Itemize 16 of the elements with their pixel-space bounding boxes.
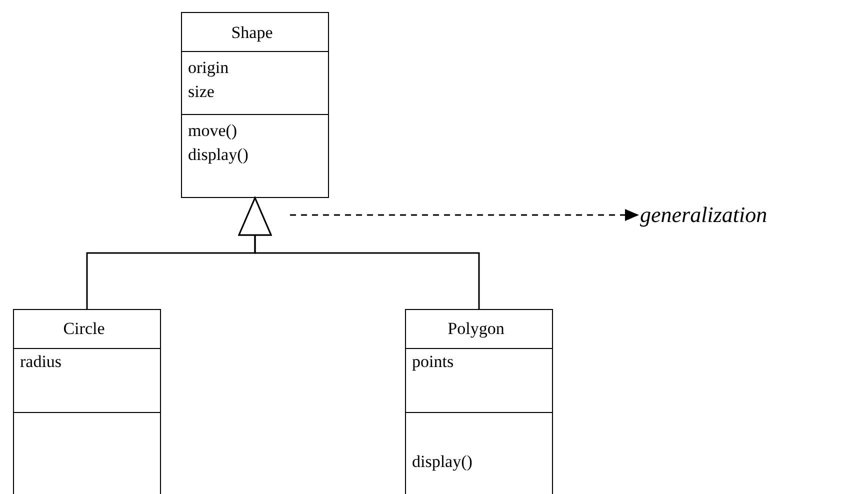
- annotation-text: generalization: [640, 202, 768, 228]
- operation: display(): [412, 451, 472, 473]
- dashed-arrow: [290, 209, 639, 221]
- attribute: origin: [188, 57, 229, 79]
- attribute: points: [412, 351, 454, 373]
- class-box: [13, 309, 161, 494]
- class-name: Polygon: [448, 318, 504, 340]
- class-name: Circle: [63, 318, 105, 340]
- operation: display(): [188, 144, 248, 166]
- class-name: Shape: [231, 22, 273, 44]
- attribute: size: [188, 81, 214, 103]
- attribute: radius: [20, 351, 62, 373]
- generalization-connector: [238, 197, 480, 309]
- class-box: [405, 309, 553, 494]
- operation: move(): [188, 120, 238, 142]
- class-box: [181, 12, 329, 198]
